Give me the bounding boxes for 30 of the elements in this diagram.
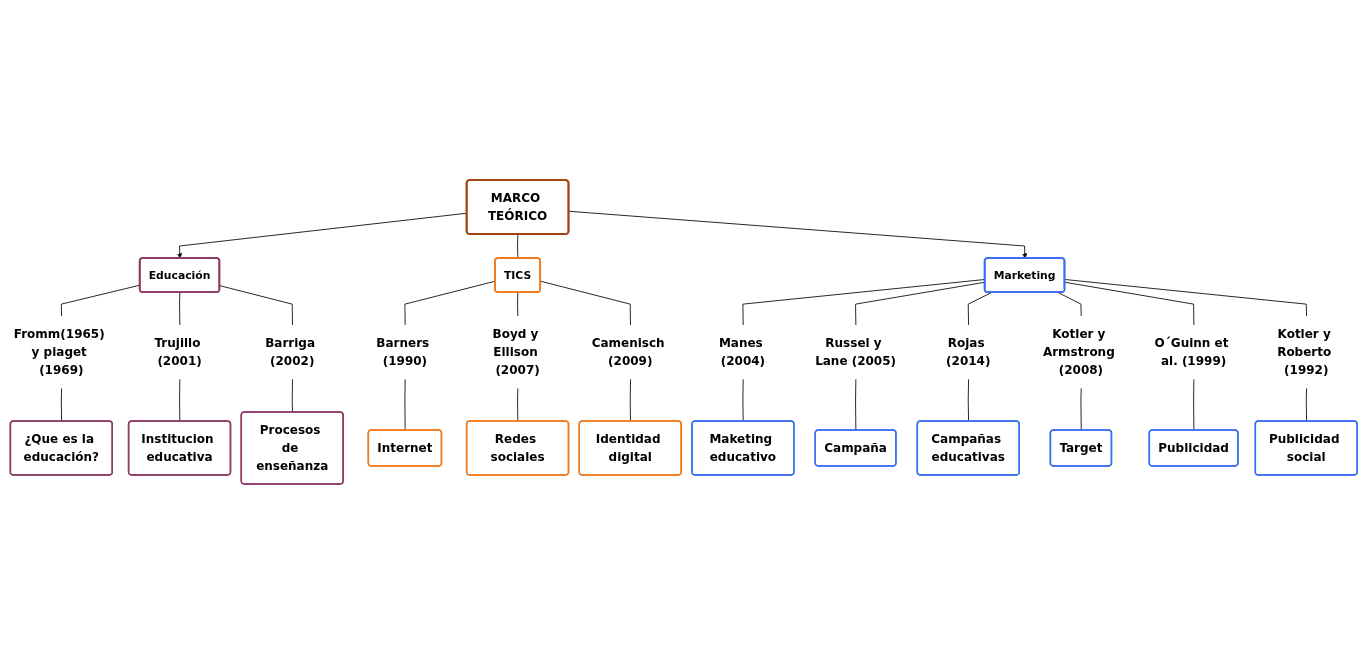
connector (1064, 281, 1195, 326)
node-text: Kotler y Armstrong (2008) (1042, 326, 1115, 378)
connector (855, 378, 857, 431)
connector (291, 378, 293, 413)
connector (1064, 279, 1307, 317)
node-text: Trujillo (2001) (154, 335, 202, 369)
connector (540, 280, 631, 326)
connector (1057, 292, 1082, 317)
connector (517, 292, 519, 317)
node-text: Manes (2004) (718, 335, 766, 369)
node-text: Barriga (2002) (265, 335, 316, 369)
node-text: Kotler y Roberto (1992) (1277, 326, 1332, 378)
node-text: O´Guinn et al. (1999) (1154, 335, 1229, 369)
node-text: Russel y Lane (2005) (815, 335, 897, 369)
connector (629, 378, 631, 422)
connector (1080, 387, 1082, 431)
connector (219, 285, 293, 326)
connector (967, 378, 969, 422)
connector (179, 292, 181, 326)
node-text: Camenisch (2009) (591, 335, 665, 369)
connector (60, 387, 63, 422)
connector (517, 387, 519, 422)
connector (517, 233, 519, 259)
node-text: Boyd y Ellison (2007) (492, 326, 540, 378)
connector (179, 378, 181, 422)
node-text: Fromm(1965) y piaget (1969) (13, 326, 105, 378)
node-text: Rojas (2014) (946, 335, 991, 369)
connector (1305, 387, 1307, 422)
node-text: Barners (1990) (376, 335, 430, 369)
connector (1193, 378, 1195, 431)
